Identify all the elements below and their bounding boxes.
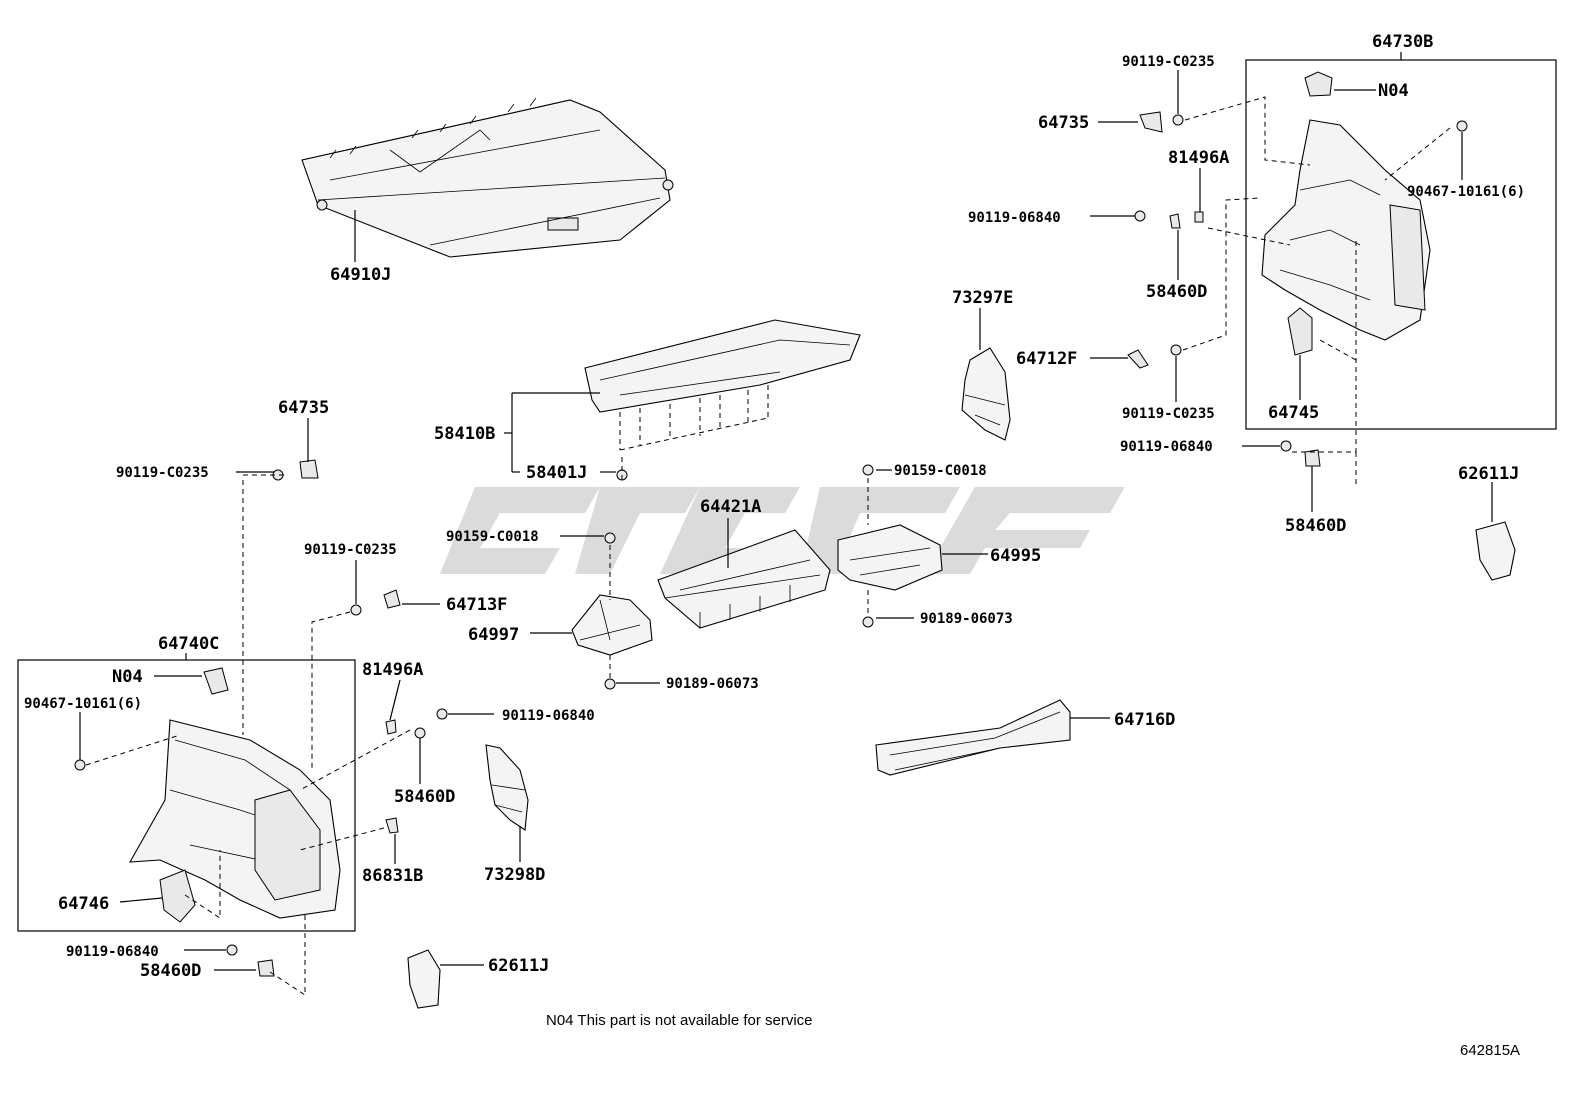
part-64730B-quarter-trim-right bbox=[1261, 71, 1431, 356]
label-64712F: 64712F bbox=[1016, 349, 1077, 369]
label-58460D-left: 58460D bbox=[394, 787, 455, 807]
label-90119-06840-right: 90119-06840 bbox=[968, 210, 1061, 226]
label-81496A-left: 81496A bbox=[362, 660, 423, 680]
callout-labels: 64730B 90119-C0235 N04 64735 81496A 9046… bbox=[24, 32, 1525, 981]
part-64712F-clip bbox=[1127, 349, 1149, 369]
part-64740C-quarter-trim-left bbox=[129, 667, 341, 919]
part-64716D-sill-plate bbox=[875, 699, 1071, 776]
label-64735-right: 64735 bbox=[1038, 113, 1089, 133]
label-64730B: 64730B bbox=[1372, 32, 1433, 52]
dashed-guides bbox=[85, 96, 1451, 996]
label-90119-C0235-right2: 90119-C0235 bbox=[1122, 406, 1215, 422]
fastener-icons bbox=[74, 114, 1468, 977]
part-73297E-trim bbox=[961, 347, 1011, 441]
part-64421A-tray bbox=[657, 529, 831, 629]
part-64995-bracket bbox=[837, 524, 943, 591]
label-90119-06840-right2: 90119-06840 bbox=[1120, 439, 1213, 455]
label-90189-06073-left: 90189-06073 bbox=[666, 676, 759, 692]
label-64735-left: 64735 bbox=[278, 398, 329, 418]
label-64995: 64995 bbox=[990, 546, 1041, 566]
label-64421A: 64421A bbox=[700, 497, 761, 517]
label-58460D-right2: 58460D bbox=[1285, 516, 1346, 536]
label-64910J: 64910J bbox=[330, 265, 391, 285]
label-N04-left: N04 bbox=[112, 667, 143, 687]
label-62611J-left: 62611J bbox=[488, 956, 549, 976]
part-58410B-deck-board bbox=[584, 319, 861, 451]
label-90119-C0235-left: 90119-C0235 bbox=[116, 465, 209, 481]
part-64997-bracket bbox=[571, 594, 653, 656]
label-73298D: 73298D bbox=[484, 865, 545, 885]
label-90159-C0018-left: 90159-C0018 bbox=[446, 529, 539, 545]
part-62611J-cover-right bbox=[1475, 521, 1516, 581]
label-62611J-right: 62611J bbox=[1458, 464, 1519, 484]
label-58460D-left2: 58460D bbox=[140, 961, 201, 981]
label-81496A-right: 81496A bbox=[1168, 148, 1229, 168]
label-90159-C0018-right: 90159-C0018 bbox=[894, 463, 987, 479]
label-90189-06073-right: 90189-06073 bbox=[920, 611, 1013, 627]
label-64997: 64997 bbox=[468, 625, 519, 645]
part-64735-bracket-right bbox=[1139, 111, 1163, 133]
label-86831B: 86831B bbox=[362, 866, 423, 886]
label-73297E: 73297E bbox=[952, 288, 1013, 308]
part-64746-cover-left bbox=[159, 869, 196, 923]
label-90119-C0235-top: 90119-C0235 bbox=[1122, 54, 1215, 70]
label-58401J: 58401J bbox=[526, 463, 587, 483]
label-64746: 64746 bbox=[58, 894, 109, 914]
label-90467-10161-right: 90467-10161(6) bbox=[1407, 184, 1525, 200]
label-N04-right: N04 bbox=[1378, 81, 1409, 101]
label-90467-10161-left: 90467-10161(6) bbox=[24, 696, 142, 712]
label-64745: 64745 bbox=[1268, 403, 1319, 423]
part-62611J-cover-left bbox=[407, 949, 441, 1009]
footnote: N04 This part is not available for servi… bbox=[546, 1012, 813, 1029]
label-90119-06840-left: 90119-06840 bbox=[502, 708, 595, 724]
label-58410B: 58410B bbox=[434, 424, 495, 444]
part-64910J-tonneau-cover bbox=[301, 97, 674, 258]
label-64716D: 64716D bbox=[1114, 710, 1175, 730]
label-58460D-right: 58460D bbox=[1146, 282, 1207, 302]
label-90119-06840-left2: 90119-06840 bbox=[66, 944, 159, 960]
part-73298D-trim bbox=[485, 744, 529, 831]
label-90119-C0235-left2: 90119-C0235 bbox=[304, 542, 397, 558]
diagram-id: 642815A bbox=[1460, 1042, 1520, 1059]
leader-lines bbox=[79, 70, 1493, 971]
label-64713F: 64713F bbox=[446, 595, 507, 615]
label-64740C: 64740C bbox=[158, 634, 219, 654]
